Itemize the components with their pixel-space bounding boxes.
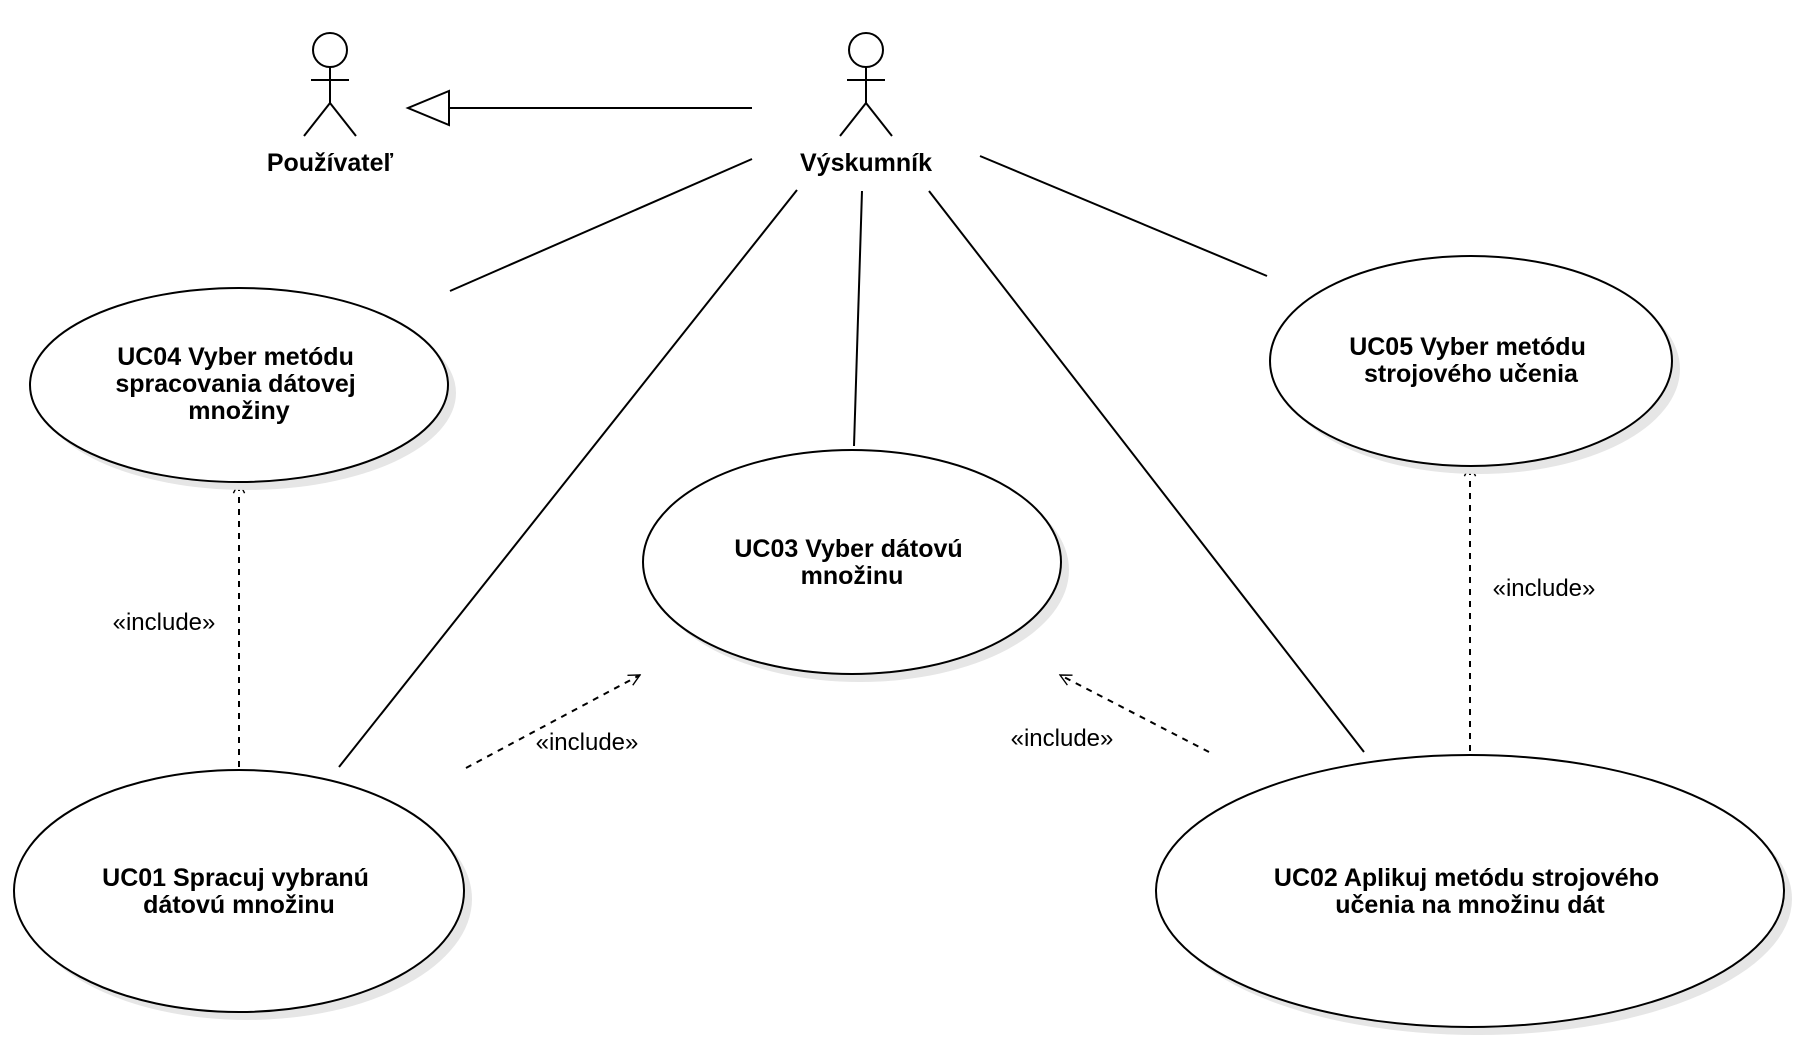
use-case-uc02: UC02 Aplikuj metódu strojového učenia na… [1155, 754, 1792, 1035]
stick-figure-icon [839, 32, 893, 137]
use-case-uc04: UC04 Vyber metódu spracovania dátovej mn… [29, 287, 456, 490]
actor-label-pouzivatel: Používateľ [267, 149, 394, 177]
include-label-uc02-uc05: «include» [1493, 575, 1596, 602]
association-vyskumnik-uc01 [338, 189, 798, 768]
use-case-label-uc04: UC04 Vyber metódu spracovania dátovej mn… [115, 343, 362, 425]
use-case-label-uc03: UC03 Vyber dátovú množinu [734, 535, 969, 590]
use-case-uc05: UC05 Vyber metódu strojového učenia [1269, 255, 1680, 474]
use-case-label-uc05: UC05 Vyber metódu strojového učenia [1349, 333, 1593, 388]
use-case-uc01: UC01 Spracuj vybranú dátovú množinu [13, 769, 472, 1020]
actor-label-vyskumnik: Výskumník [800, 149, 932, 177]
stick-figure-icon [303, 32, 357, 137]
include-label-uc01-uc04: «include» [113, 609, 216, 636]
actor-pouzivatel: Používateľ [267, 32, 394, 177]
association-vyskumnik-uc05 [979, 155, 1268, 277]
include-label-uc01-uc03: «include» [536, 729, 639, 756]
actor-vyskumnik: Výskumník [800, 32, 932, 177]
use-case-uc03: UC03 Vyber dátovú množinu [642, 449, 1069, 682]
association-vyskumnik-uc02 [928, 190, 1365, 753]
generalization-vyskumnik-to-pouzivatel [405, 89, 752, 127]
use-case-label-uc01: UC01 Spracuj vybranú dátovú množinu [102, 864, 376, 919]
use-case-label-uc02: UC02 Aplikuj metódu strojového učenia na… [1274, 864, 1666, 919]
include-uc02-uc03 [1060, 674, 1210, 753]
association-vyskumnik-uc04 [449, 158, 753, 292]
include-label-uc02-uc03: «include» [1011, 725, 1114, 752]
include-uc01-uc03 [465, 674, 640, 769]
association-vyskumnik-uc03 [853, 190, 863, 447]
